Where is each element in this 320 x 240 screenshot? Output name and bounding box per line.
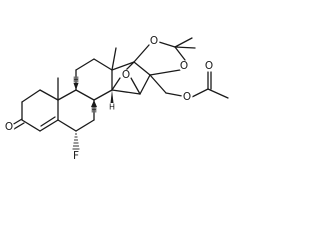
- ring-c-bonds: [75, 58, 113, 101]
- carbonyl-oxygen-label: O: [205, 60, 213, 72]
- h9-label: H: [73, 76, 79, 85]
- c18-methyl-bond: [111, 47, 117, 71]
- molecule-structure: O F H H H O O O O O: [3, 35, 229, 162]
- h14-label: H: [109, 103, 115, 112]
- ring-d-bonds: [111, 61, 151, 95]
- atom-labels: O F H H H O O O O O: [3, 35, 215, 162]
- bridge-bond: [130, 77, 141, 95]
- h9-wedge: [73, 83, 79, 90]
- h8-label: H: [91, 106, 97, 115]
- bridge-oxygen-label: O: [122, 69, 130, 81]
- fluorine-label: F: [73, 150, 79, 162]
- ketone-bond: [11, 118, 25, 130]
- ring-b-bonds: [57, 89, 95, 132]
- acetonide-oxygen-bottom-label: O: [180, 60, 188, 72]
- fluoro-hashed-bond: [72, 133, 80, 150]
- oxo-oxygen-label: O: [5, 121, 13, 133]
- h8-wedge: [91, 100, 97, 107]
- acetonide-oxygen-top-label: O: [150, 35, 158, 47]
- ring-a-bonds: [21, 89, 59, 132]
- structure-canvas: O F H H H O O O O O: [3, 35, 229, 162]
- acetonide-bonds: [133, 37, 196, 76]
- h14-wedge: [110, 90, 114, 103]
- acetate-bonds: [149, 71, 229, 99]
- ester-oxygen-label: O: [183, 91, 191, 103]
